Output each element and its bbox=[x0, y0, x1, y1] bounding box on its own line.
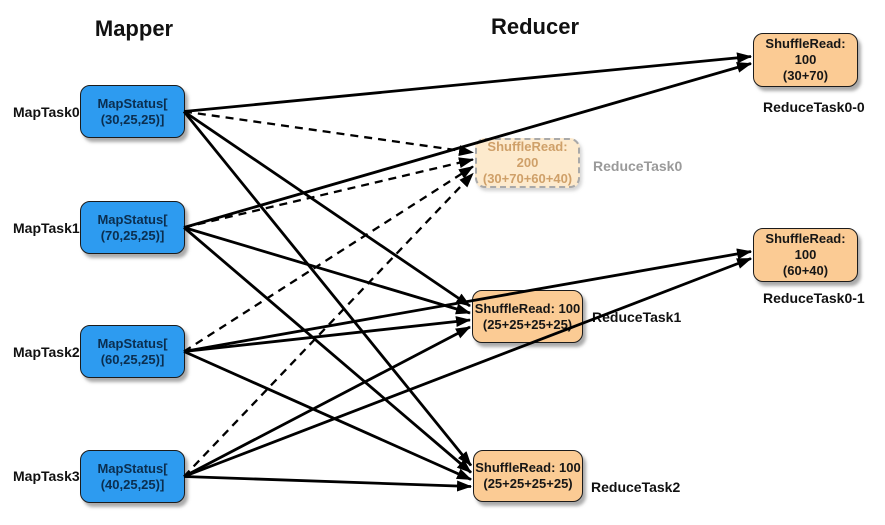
maptask2-label: MapTask2 bbox=[13, 344, 80, 360]
maptask0-status-line1: MapStatus[ bbox=[97, 95, 168, 111]
reducetask0-0-label: ReduceTask0-0 bbox=[763, 99, 865, 115]
reducetask2-shuffleread-box: ShuffleRead: 100 (25+25+25+25) bbox=[473, 450, 583, 502]
maptask1-status-line1: MapStatus[ bbox=[97, 211, 168, 227]
reducetask0-label: ReduceTask0 bbox=[593, 158, 683, 174]
maptask1-status-line2: (70,25,25)] bbox=[100, 227, 165, 243]
edge-mt0-to-rt00 bbox=[183, 52, 752, 113]
edge-mt0-to-rt0-dashed bbox=[183, 110, 474, 156]
reducetask1-shuffleread-line2: (25+25+25+25) bbox=[482, 316, 573, 332]
edge-mt2-to-rt0-dashed bbox=[183, 165, 474, 353]
reducetask2-shuffleread-line2: (25+25+25+25) bbox=[483, 476, 573, 491]
reducetask0-0-shuffleread-line1: ShuffleRead: 100 bbox=[765, 36, 846, 67]
reducetask0-1-shuffleread-line1: ShuffleRead: 100 bbox=[765, 231, 846, 262]
reducetask0-0-shuffleread-line2: (30+70) bbox=[782, 68, 829, 83]
reducetask0-1-shuffleread-line2: (60+40) bbox=[782, 263, 829, 278]
maptask3-label: MapTask3 bbox=[13, 468, 80, 484]
maptask2-status-line1: MapStatus[ bbox=[97, 335, 168, 351]
edge-mt2-to-rt01 bbox=[183, 248, 752, 353]
maptask0-label: MapTask0 bbox=[13, 104, 80, 120]
maptask3-status-line1: MapStatus[ bbox=[97, 460, 168, 476]
reducetask0-0-shuffleread-box: ShuffleRead: 100 (30+70) bbox=[753, 33, 858, 87]
edge-mt3-to-rt2 bbox=[183, 475, 472, 492]
edge-mt2-to-rt2 bbox=[183, 350, 472, 481]
maptask2-status-line2: (60,25,25)] bbox=[100, 351, 165, 367]
reducetask2-shuffleread-line1: ShuffleRead: 100 bbox=[475, 460, 581, 475]
edge-mt2-to-rt1 bbox=[183, 316, 471, 353]
reducetask0-shuffleread-line1: ShuffleRead: 200 bbox=[487, 139, 568, 170]
maptask1-status-box: MapStatus[ (70,25,25)] bbox=[80, 201, 185, 254]
edge-mt3-to-rt0-dashed bbox=[183, 172, 474, 478]
edge-mt1-to-rt00 bbox=[183, 62, 752, 229]
maptask0-status-box: MapStatus[ (30,25,25)] bbox=[80, 85, 185, 138]
reducetask0-shuffleread-box-skipped: ShuffleRead: 200 (30+70+60+40) bbox=[475, 138, 580, 188]
reducetask1-shuffleread-line1: ShuffleRead: 100 bbox=[474, 300, 581, 316]
mapper-column-title: Mapper bbox=[94, 16, 174, 41]
reducetask0-1-label: ReduceTask0-1 bbox=[763, 290, 865, 306]
maptask3-status-line2: (40,25,25)] bbox=[100, 476, 165, 492]
edge-mt1-to-rt1 bbox=[183, 226, 471, 315]
edge-mt3-to-rt01 bbox=[183, 257, 752, 478]
edge-mt0-to-rt1 bbox=[183, 110, 471, 308]
edge-mt1-to-rt0-dashed bbox=[183, 157, 474, 229]
reducer-column-title: Reducer bbox=[490, 14, 580, 39]
reducetask1-label: ReduceTask1 bbox=[592, 309, 682, 325]
maptask1-label: MapTask1 bbox=[13, 220, 80, 236]
edge-mt1-to-rt2 bbox=[183, 226, 472, 474]
reducetask1-shuffleread-box: ShuffleRead: 100 (25+25+25+25) bbox=[472, 290, 583, 343]
edge-mt0-to-rt2 bbox=[182, 110, 473, 467]
maptask0-status-line2: (30,25,25)] bbox=[100, 111, 165, 127]
maptask2-status-box: MapStatus[ (60,25,25)] bbox=[80, 325, 185, 378]
edge-mt3-to-rt1 bbox=[183, 325, 471, 478]
maptask3-status-box: MapStatus[ (40,25,25)] bbox=[80, 450, 185, 503]
reducetask2-label: ReduceTask2 bbox=[591, 479, 681, 495]
reducetask0-1-shuffleread-box: ShuffleRead: 100 (60+40) bbox=[753, 228, 858, 282]
reducetask0-shuffleread-line2: (30+70+60+40) bbox=[482, 171, 573, 186]
